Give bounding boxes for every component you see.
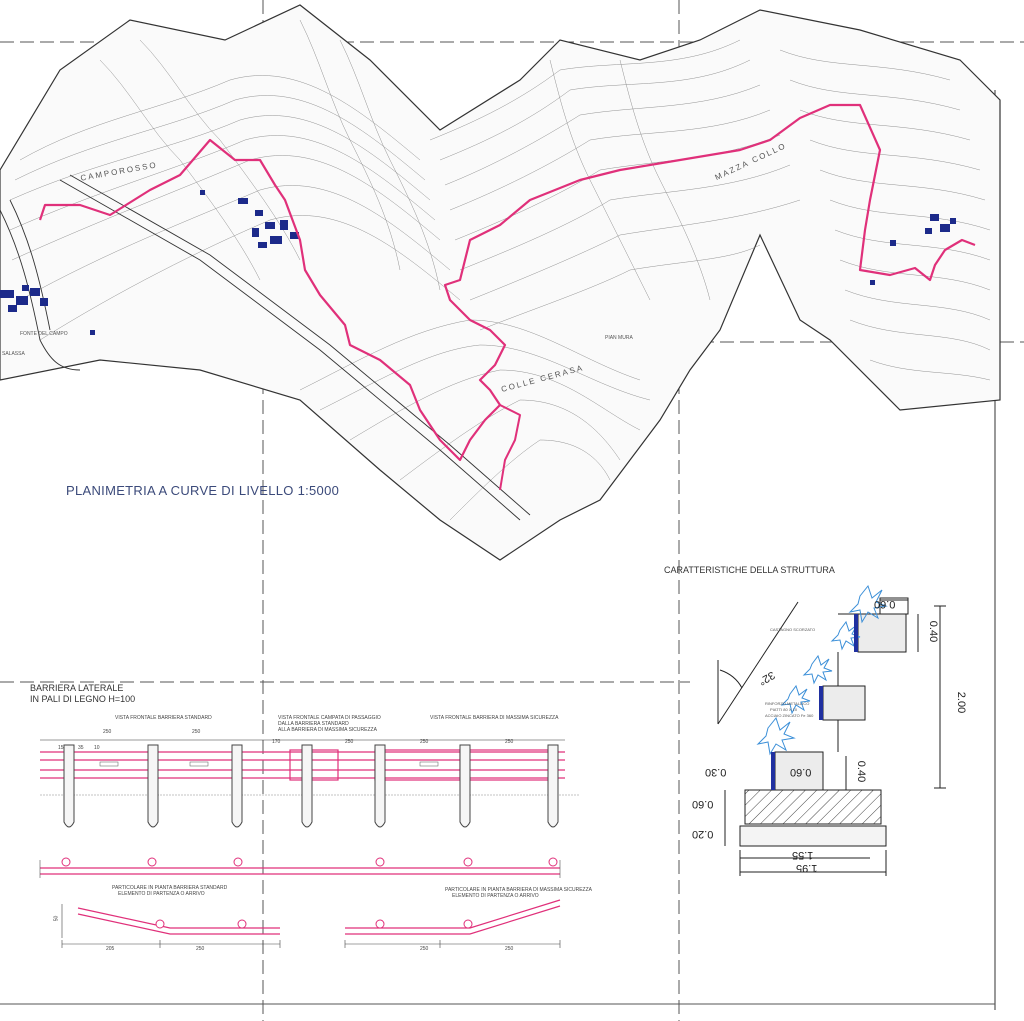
view-label-transition-2: DALLA BARRIERA STANDARD bbox=[278, 721, 349, 727]
structure-section bbox=[717, 597, 946, 876]
view-label-transition-1: VISTA FRONTALE CAMPATA DI PASSAGGIO bbox=[278, 715, 381, 721]
dim-base-height: 0.60 bbox=[692, 798, 714, 810]
dim-top-width: 0.60 bbox=[874, 598, 896, 610]
plant-accents bbox=[756, 584, 888, 756]
buildings bbox=[0, 190, 956, 335]
barrier-detail-standard bbox=[61, 904, 281, 948]
dim-width-1: 1.55 bbox=[792, 849, 814, 861]
dim-total-height: 2.00 bbox=[955, 691, 968, 714]
barrier-subtitle: IN PALI DI LEGNO H=100 bbox=[30, 694, 136, 704]
barrier-plan-view bbox=[39, 857, 561, 878]
plan-note-standard: PARTICOLARE IN PIANTA BARRIERA STANDARD bbox=[112, 885, 228, 891]
barrier-dim: 15 bbox=[58, 745, 64, 751]
barrier-dim: 250 bbox=[505, 946, 514, 952]
dim-top-height: 0.40 bbox=[927, 620, 940, 643]
barrier-dim: 250 bbox=[192, 729, 201, 735]
place-label-pian-mura: PIAN MURA bbox=[605, 335, 633, 341]
view-label-max-safety: VISTA FRONTALE BARRIERA DI MASSIMA SICUR… bbox=[430, 715, 559, 721]
plan-note-max-safety-2: ELEMENTO DI PARTENZA O ARRIVO bbox=[452, 893, 539, 899]
barrier-dim: 250 bbox=[505, 739, 514, 745]
dim-width-2: 1.95 bbox=[796, 862, 818, 874]
plan-note-standard-2: ELEMENTO DI PARTENZA O ARRIVO bbox=[118, 891, 205, 897]
structure-title: CARATTERISTICHE DELLA STRUTTURA bbox=[664, 565, 835, 575]
view-label-standard: VISTA FRONTALE BARRIERA STANDARD bbox=[115, 715, 212, 721]
place-label-fonte: FONTE DEL CAMPO bbox=[20, 331, 68, 337]
barrier-title: BARRIERA LATERALE bbox=[30, 683, 124, 693]
barrier-detail-max-safety bbox=[344, 899, 561, 948]
barrier-dim: 250 bbox=[196, 946, 205, 952]
metal-plates bbox=[771, 614, 858, 790]
map-outline bbox=[0, 4, 1001, 561]
barrier-dim: 250 bbox=[103, 729, 112, 735]
barrier-dim: 35 bbox=[78, 745, 84, 751]
barrier-dim: 50 bbox=[53, 915, 60, 922]
place-label-salassa: SALASSA bbox=[2, 351, 25, 357]
view-label-transition-3: ALLA BARRIERA DI MASSIMA SICUREZZA bbox=[278, 727, 377, 733]
map-title: PLANIMETRIA A CURVE DI LIVELLO 1:5000 bbox=[66, 483, 340, 498]
dim-slab-height: 0.20 bbox=[692, 828, 714, 840]
barrier-dim: 250 bbox=[420, 946, 429, 952]
route-path bbox=[38, 103, 976, 462]
barrier-dim: 250 bbox=[345, 739, 354, 745]
note-piatti: PIATTI 80 X 10 bbox=[770, 707, 798, 712]
dim-mid-width: 0.60 bbox=[790, 766, 812, 778]
dim-step: 0.30 bbox=[705, 766, 727, 778]
note-rinforzo: RINFORZO METALLICO bbox=[765, 701, 810, 706]
dim-mid-height: 0.40 bbox=[855, 760, 868, 783]
barrier-front-view bbox=[40, 739, 580, 828]
route-branch bbox=[499, 404, 521, 491]
roads bbox=[0, 174, 531, 521]
plan-note-max-safety: PARTICOLARE IN PIANTA BARRIERA DI MASSIM… bbox=[445, 887, 592, 893]
barrier-dim: 10 bbox=[94, 745, 100, 751]
barrier-dim: 170 bbox=[272, 739, 281, 745]
note-castagno: CASTAGNO SCORZATO bbox=[770, 627, 816, 632]
barrier-dim: 205 bbox=[106, 946, 115, 952]
barrier-dim: 250 bbox=[420, 739, 429, 745]
note-acciaio: ACCIAIO ZINCATO Fe 360 bbox=[765, 713, 814, 718]
